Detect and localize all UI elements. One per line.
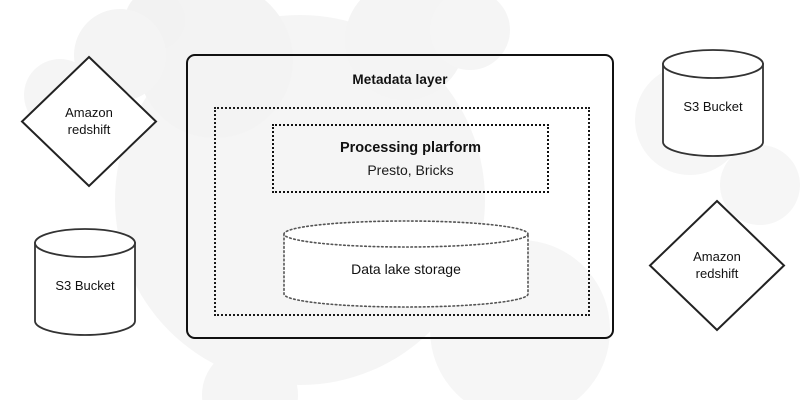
node-label-line-1: S3 Bucket bbox=[683, 99, 743, 115]
node-s3-bucket-left[interactable]: S3 Bucket bbox=[33, 228, 137, 336]
node-label: Amazon redshift bbox=[648, 199, 786, 332]
node-label: Amazon redshift bbox=[20, 55, 158, 188]
node-s3-bucket-right[interactable]: S3 Bucket bbox=[661, 49, 765, 157]
node-amazon-redshift-right[interactable]: Amazon redshift bbox=[648, 199, 786, 332]
node-amazon-redshift-left[interactable]: Amazon redshift bbox=[20, 55, 158, 188]
metadata-layer-box[interactable]: Metadata layer Processing plarform Prest… bbox=[186, 54, 614, 339]
inner-dotted-region[interactable]: Processing plarform Presto, Bricks Data … bbox=[214, 107, 590, 316]
data-lake-storage-cylinder[interactable]: Data lake storage bbox=[282, 220, 530, 308]
node-label-line-1: Amazon bbox=[693, 248, 741, 264]
node-label-line-1: Amazon bbox=[65, 104, 113, 120]
data-lake-storage-label: Data lake storage bbox=[351, 261, 461, 277]
node-label: S3 Bucket bbox=[661, 49, 765, 157]
processing-platform-subtitle: Presto, Bricks bbox=[367, 161, 454, 178]
node-label-line-2: redshift bbox=[695, 265, 739, 281]
cylinder-shape-icon bbox=[283, 220, 529, 308]
node-label-line-2: redshift bbox=[67, 121, 111, 137]
metadata-layer-title: Metadata layer bbox=[352, 72, 448, 87]
diamond-shape-icon bbox=[20, 55, 158, 188]
cylinder-shape-icon bbox=[34, 228, 136, 336]
node-label-line-1: S3 Bucket bbox=[55, 278, 115, 294]
processing-platform-title: Processing plarform bbox=[339, 139, 481, 156]
diamond-shape-icon bbox=[648, 199, 786, 332]
cylinder-shape-icon bbox=[662, 49, 764, 157]
node-label: S3 Bucket bbox=[33, 228, 137, 336]
processing-platform-box[interactable]: Processing plarform Presto, Bricks bbox=[272, 124, 549, 193]
